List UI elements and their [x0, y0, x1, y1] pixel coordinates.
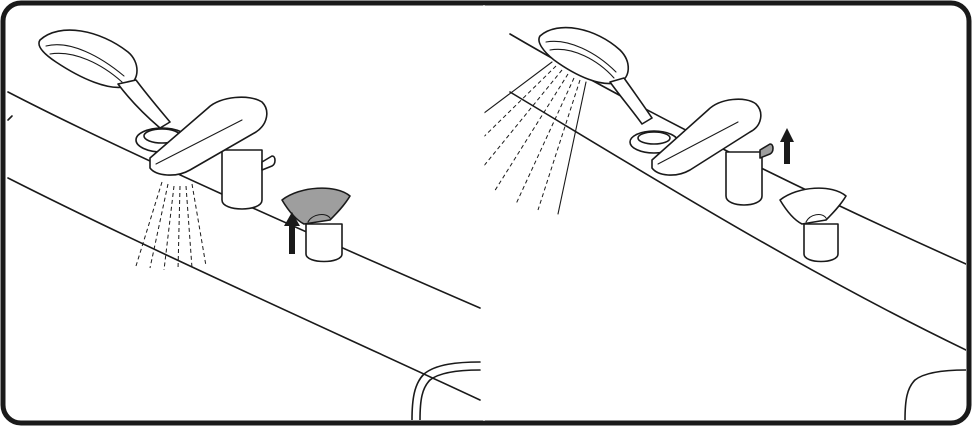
diverter-lever: [779, 187, 847, 263]
spout: [149, 96, 268, 210]
tub-deck-front-edge: [7, 177, 481, 401]
tub-rim: [904, 369, 966, 420]
tub-rim: [419, 369, 481, 420]
water-spray-icon: [135, 181, 207, 271]
left-panel: [7, 29, 481, 420]
tub-deck-back-edge: [7, 91, 481, 309]
right-panel: [484, 26, 966, 420]
up-arrow-icon: [780, 128, 794, 164]
water-spray-icon: [484, 61, 587, 215]
hand-shower: [538, 26, 679, 154]
hand-shower: [38, 29, 189, 153]
diverter-lever: [281, 187, 351, 263]
spout: [651, 98, 763, 206]
diverter-knob: [759, 143, 774, 159]
tub-deck-front-edge: [509, 91, 966, 351]
up-arrow-icon: [284, 212, 300, 254]
